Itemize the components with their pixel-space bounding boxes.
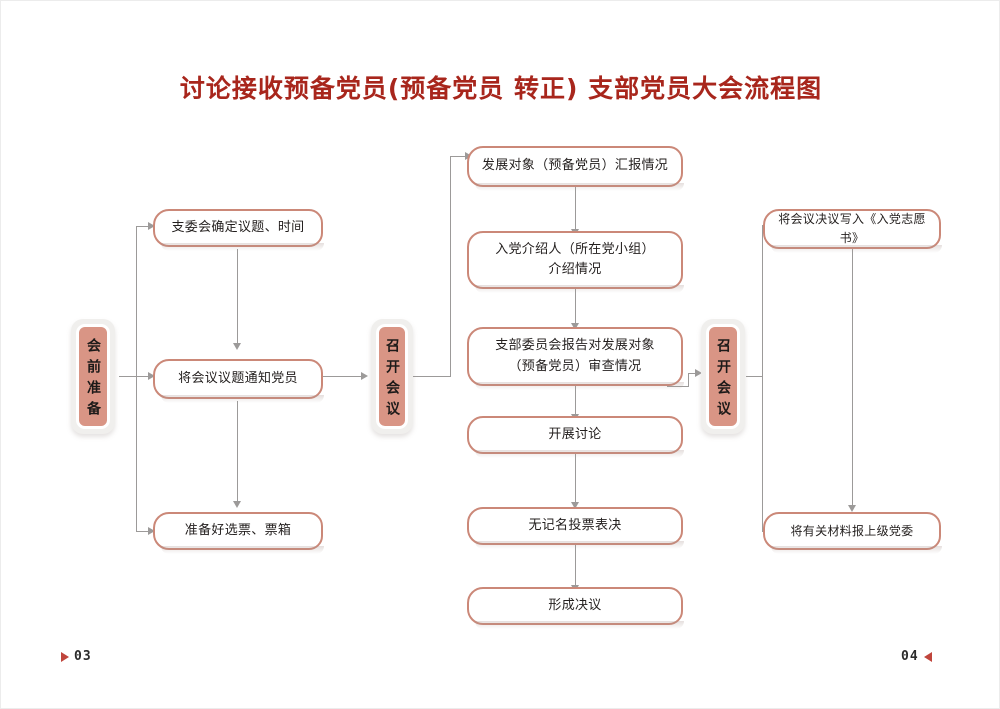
connector-agenda-to-notify [237,249,238,345]
arrowhead-agenda-to-notify [233,343,241,350]
node-resolution[interactable]: 形成决议 [467,587,684,629]
triangle-left-icon [923,651,932,662]
connector-pre-to-trunk [119,376,137,377]
node-write-resolution-label: 将会议决议写入《入党志愿书》 [778,212,926,245]
stage-hold-meeting-1[interactable]: 召开会议 [371,319,413,434]
connector-trunk-to-ballots [136,531,150,532]
node-candidate-report-label: 发展对象（预备党员）汇报情况 [481,158,669,174]
node-submit-materials-label: 将有关材料报上级党委 [790,523,914,538]
node-introducer-label-line1: 入党介绍人（所在党小组） [495,241,655,257]
page-number-left-value: 03 [74,649,92,664]
connector-committee-out [667,386,689,387]
connector-meeting2-out [746,376,763,377]
connector-committee-to-discussion [575,386,576,416]
node-write-resolution[interactable]: 将会议决议写入《入党志愿书》 [763,209,942,253]
connector-trunk-to-notify [136,376,150,377]
connector-notify-to-ballots [237,401,238,503]
stage-pre-meeting-label: 会前准备 [76,324,110,429]
connector-right-trunk [762,225,763,531]
node-introducer[interactable]: 入党介绍人（所在党小组） 介绍情况 [467,231,684,293]
node-branch-committee[interactable]: 支部委员会报告对发展对象 （预备党员）审查情况 [467,327,684,390]
connector-report-to-introducer [575,187,576,231]
connector-meeting1-out [413,376,451,377]
connector-trunk-to-agenda [136,226,150,227]
node-submit-materials[interactable]: 将有关材料报上级党委 [763,512,942,554]
page-number-right-value: 04 [901,649,919,664]
node-notify-members-label: 将会议议题通知党员 [178,370,298,386]
connector-meeting1-to-report [450,156,468,157]
stage-hold-meeting-2-label: 召开会议 [706,324,740,429]
connector-committee-riser [688,373,689,387]
connector-write-to-submit [852,249,853,507]
arrowhead-discussion-to-ballot [571,502,579,509]
stage-hold-meeting-2[interactable]: 召开会议 [701,319,745,434]
connector-to-meeting2 [688,373,698,374]
connector-notify-to-meeting1 [323,376,363,377]
node-secret-ballot[interactable]: 无记名投票表决 [467,507,684,549]
connector-introducer-to-committee [575,289,576,325]
page-number-right: 04 [901,649,932,664]
arrowhead-to-agenda [148,222,155,230]
page-number-left: 03 [61,649,92,664]
arrowhead-introducer-to-committee [571,323,579,330]
connector-left-trunk [136,226,137,531]
page-title: 讨论接收预备党员(预备党员 转正) 支部党员大会流程图 [179,74,823,103]
node-discussion-label: 开展讨论 [548,426,602,442]
connector-meeting1-riser [450,156,451,376]
node-resolution-label: 形成决议 [548,597,602,613]
arrowhead-notify-to-ballots [233,501,241,508]
node-introducer-label-line2: 介绍情况 [548,262,602,277]
node-secret-ballot-label: 无记名投票表决 [528,517,622,533]
arrowhead-write-to-submit [848,505,856,512]
arrowhead-to-meeting1 [361,372,368,380]
arrowhead-to-notify [148,372,155,380]
arrowhead-to-meeting2 [695,369,702,377]
triangle-right-icon [61,651,69,662]
node-branch-committee-label-line1: 支部委员会报告对发展对象 [495,338,655,354]
node-agenda-time[interactable]: 支委会确定议题、时间 [153,209,324,251]
node-candidate-report[interactable]: 发展对象（预备党员）汇报情况 [467,146,684,191]
node-branch-committee-label-line2: （预备党员）审查情况 [508,358,642,374]
arrowhead-to-ballots [148,527,155,535]
connector-discussion-to-ballot [575,454,576,504]
node-agenda-time-label: 支委会确定议题、时间 [171,219,305,235]
node-notify-members[interactable]: 将会议议题通知党员 [153,359,324,403]
stage-hold-meeting-1-label: 召开会议 [376,324,408,429]
node-prepare-ballots-label: 准备好选票、票箱 [184,522,292,538]
node-discussion[interactable]: 开展讨论 [467,416,684,458]
node-prepare-ballots[interactable]: 准备好选票、票箱 [153,512,324,554]
connector-ballot-to-resolution [575,545,576,587]
stage-pre-meeting[interactable]: 会前准备 [71,319,115,434]
